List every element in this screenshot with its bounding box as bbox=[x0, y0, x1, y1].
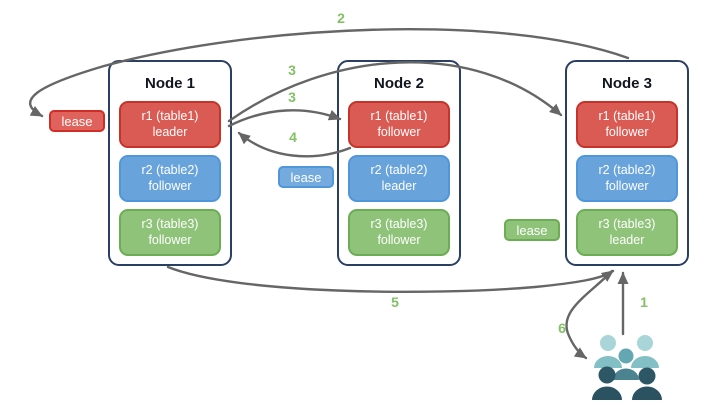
lease-badge-red: lease bbox=[49, 110, 105, 132]
replica-role: follower bbox=[148, 178, 192, 193]
node-3: Node 3 r1 (table1) follower r2 (table2) … bbox=[565, 60, 689, 266]
replica-role: leader bbox=[381, 178, 417, 193]
node2-replica-r3: r3 (table3) follower bbox=[348, 209, 450, 256]
node-title: Node 3 bbox=[601, 75, 652, 92]
step-label-3b: 3 bbox=[288, 89, 296, 105]
node3-replica-r2: r2 (table2) follower bbox=[576, 155, 678, 202]
person-middle bbox=[613, 348, 639, 380]
replica-name: r3 (table3) bbox=[141, 216, 199, 231]
arrow-step-3-to-node2 bbox=[227, 109, 342, 128]
replica-name: r3 (table3) bbox=[370, 216, 428, 231]
person-front-right bbox=[632, 367, 662, 400]
replica-name: r1 (table1) bbox=[370, 108, 428, 123]
node-1: Node 1 r1 (table1) leader r2 (table2) fo… bbox=[108, 60, 232, 266]
step-label-6: 6 bbox=[558, 320, 566, 336]
node1-replica-r1: r1 (table1) leader bbox=[119, 101, 221, 148]
lease-badge-blue: lease bbox=[278, 166, 334, 188]
replica-role: leader bbox=[609, 232, 645, 247]
node3-replica-r1: r1 (table1) follower bbox=[576, 101, 678, 148]
step-label-4: 4 bbox=[289, 129, 297, 145]
replica-name: r2 (table2) bbox=[370, 162, 428, 177]
people-group-icon bbox=[592, 335, 662, 400]
node1-replica-r2: r2 (table2) follower bbox=[119, 155, 221, 202]
replica-name: r1 (table1) bbox=[598, 108, 656, 123]
replica-role: follower bbox=[377, 124, 421, 139]
step-label-2: 2 bbox=[337, 10, 345, 26]
node-title: Node 1 bbox=[144, 75, 195, 92]
replica-role: follower bbox=[605, 124, 649, 139]
replica-role: follower bbox=[605, 178, 649, 193]
arrow-step-5 bbox=[166, 265, 615, 294]
step-label-1: 1 bbox=[640, 294, 648, 310]
replica-role: follower bbox=[377, 232, 421, 247]
person-back-left bbox=[594, 335, 622, 368]
replica-role: leader bbox=[152, 124, 188, 139]
person-back-right bbox=[631, 335, 659, 368]
replica-name: r3 (table3) bbox=[598, 216, 656, 231]
replica-name: r2 (table2) bbox=[598, 162, 656, 177]
replica-role: follower bbox=[148, 232, 192, 247]
step-label-3a: 3 bbox=[288, 62, 296, 78]
node-title: Node 2 bbox=[373, 75, 424, 92]
replica-name: r2 (table2) bbox=[141, 162, 199, 177]
lease-badge-green: lease bbox=[504, 219, 560, 241]
person-front-left bbox=[592, 366, 622, 400]
node-2: Node 2 r1 (table1) follower r2 (table2) … bbox=[337, 60, 461, 266]
step-label-5: 5 bbox=[391, 294, 399, 310]
node3-replica-r3: r3 (table3) leader bbox=[576, 209, 678, 256]
replica-name: r1 (table1) bbox=[141, 108, 199, 123]
node2-replica-r2: r2 (table2) leader bbox=[348, 155, 450, 202]
node2-replica-r1: r1 (table1) follower bbox=[348, 101, 450, 148]
node1-replica-r3: r3 (table3) follower bbox=[119, 209, 221, 256]
